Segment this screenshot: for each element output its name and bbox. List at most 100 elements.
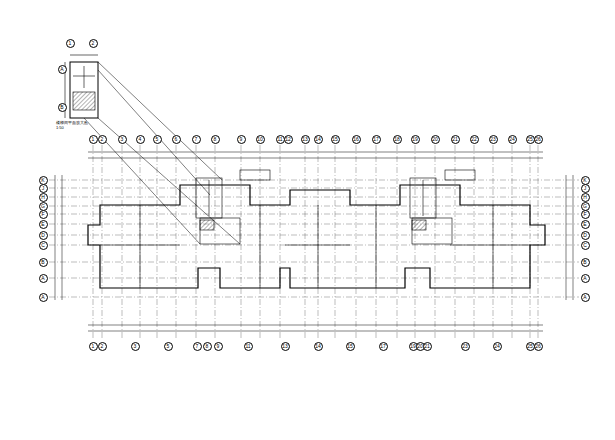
axis-bubble: D xyxy=(39,231,48,240)
axis-number: K xyxy=(41,178,44,183)
axis-bubble: 5 xyxy=(164,342,173,351)
axis-bubble: 14 xyxy=(314,135,323,144)
axis-number: J xyxy=(584,186,587,191)
stair-detail xyxy=(65,55,98,118)
axis-bubble: B xyxy=(581,258,590,267)
axis-bubble: J xyxy=(39,184,48,193)
axis-bubble: D xyxy=(581,231,590,240)
axis-number: 10 xyxy=(257,137,263,142)
axis-number: 8 xyxy=(206,344,209,349)
axis-bubble: 23 xyxy=(489,135,498,144)
axis-bubble: B xyxy=(39,258,48,267)
axis-bubble: 9 xyxy=(237,135,246,144)
axis-bubble: 9 xyxy=(214,342,223,351)
axis-number: 6 xyxy=(175,137,178,142)
axis-bubble: A xyxy=(58,65,67,74)
axis-bubble: 18 xyxy=(393,135,402,144)
axis-bubble: 1 xyxy=(89,342,98,351)
axis-bubble: 4 xyxy=(136,135,145,144)
axis-number: 25 xyxy=(527,344,533,349)
axis-number: 5 xyxy=(156,137,159,142)
axis-number: E xyxy=(583,222,586,227)
walls xyxy=(88,185,545,288)
axis-number: K xyxy=(583,178,586,183)
axis-number: H xyxy=(41,195,45,200)
axis-number: 17 xyxy=(380,344,386,349)
axis-number: 2 xyxy=(92,41,95,46)
axis-bubble: A xyxy=(581,274,590,283)
axis-bubble: 6 xyxy=(172,135,181,144)
axis-bubble: 16 xyxy=(352,135,361,144)
axis-bubble: 13 xyxy=(281,342,290,351)
axis-bubble: 1 xyxy=(89,135,98,144)
axis-number: 9 xyxy=(240,137,243,142)
axis-bubble: 3 xyxy=(118,135,127,144)
axis-bubble: 17 xyxy=(372,135,381,144)
axis-number: C xyxy=(41,243,45,248)
axis-bubble: F xyxy=(581,210,590,219)
axis-bubble: 11 xyxy=(244,342,253,351)
axis-number: 3 xyxy=(134,344,137,349)
axis-bubble: 17 xyxy=(379,342,388,351)
axis-bubble: 20 xyxy=(431,135,440,144)
axis-number: 21 xyxy=(424,344,430,349)
dimension-lines xyxy=(55,152,573,331)
axis-number: 24 xyxy=(494,344,500,349)
axis-number: B xyxy=(41,260,44,265)
axis-number: J xyxy=(42,186,45,191)
axis-number: E xyxy=(41,222,44,227)
drawing-note: 楼梯间平面放大图 xyxy=(56,121,88,126)
axis-number: 5 xyxy=(167,344,170,349)
axis-number: 2 xyxy=(101,344,104,349)
axis-number: 3 xyxy=(121,137,124,142)
axis-number: 2 xyxy=(101,137,104,142)
axis-number: 20 xyxy=(432,137,438,142)
axis-number: 9 xyxy=(217,344,220,349)
axis-bubble: C xyxy=(581,241,590,250)
axis-bubble: 21 xyxy=(451,135,460,144)
axis-bubble: E xyxy=(581,220,590,229)
drawing-note: 1:50 xyxy=(56,126,64,131)
axis-number: 17 xyxy=(373,137,379,142)
axis-number: 26 xyxy=(535,344,541,349)
axis-bubble: F xyxy=(39,210,48,219)
axis-bubble: 21 xyxy=(423,342,432,351)
axis-number: F xyxy=(583,212,586,217)
axis-bubble: 26 xyxy=(534,342,543,351)
axis-number: 21 xyxy=(452,137,458,142)
axis-bubble: 23 xyxy=(461,342,470,351)
axis-number: 13 xyxy=(302,137,308,142)
stair-cores xyxy=(196,170,475,244)
axis-number: 16 xyxy=(353,137,359,142)
axis-number: 1 xyxy=(92,344,95,349)
axis-number: C xyxy=(583,243,587,248)
axis-number: 7 xyxy=(195,137,198,142)
grid-lines xyxy=(49,145,579,340)
axis-bubble: 14 xyxy=(314,342,323,351)
axis-bubble: J xyxy=(581,184,590,193)
axis-number: 1 xyxy=(69,41,72,46)
axis-number: 12 xyxy=(285,137,291,142)
axis-bubble: 15 xyxy=(331,135,340,144)
axis-number: B xyxy=(583,260,586,265)
axis-bubble: 24 xyxy=(493,342,502,351)
axis-bubble: 2 xyxy=(98,135,107,144)
axis-number: 19 xyxy=(410,344,416,349)
axis-bubble: 15 xyxy=(346,342,355,351)
axis-number: A xyxy=(41,276,44,281)
axis-number: H xyxy=(583,195,587,200)
axis-number: 4 xyxy=(139,137,142,142)
axis-number: G xyxy=(583,204,587,209)
axis-bubble: 8 xyxy=(203,342,212,351)
detail-leader-lines xyxy=(84,62,240,244)
axis-number: A xyxy=(60,67,63,72)
axis-bubble: 5 xyxy=(153,135,162,144)
axis-number: A xyxy=(583,295,586,300)
axis-number: 22 xyxy=(471,137,477,142)
axis-bubble: 3 xyxy=(131,342,140,351)
axis-bubble: A xyxy=(39,293,48,302)
axis-bubble: 1 xyxy=(66,39,75,48)
axis-number: 14 xyxy=(315,137,321,142)
axis-number: 1 xyxy=(92,137,95,142)
